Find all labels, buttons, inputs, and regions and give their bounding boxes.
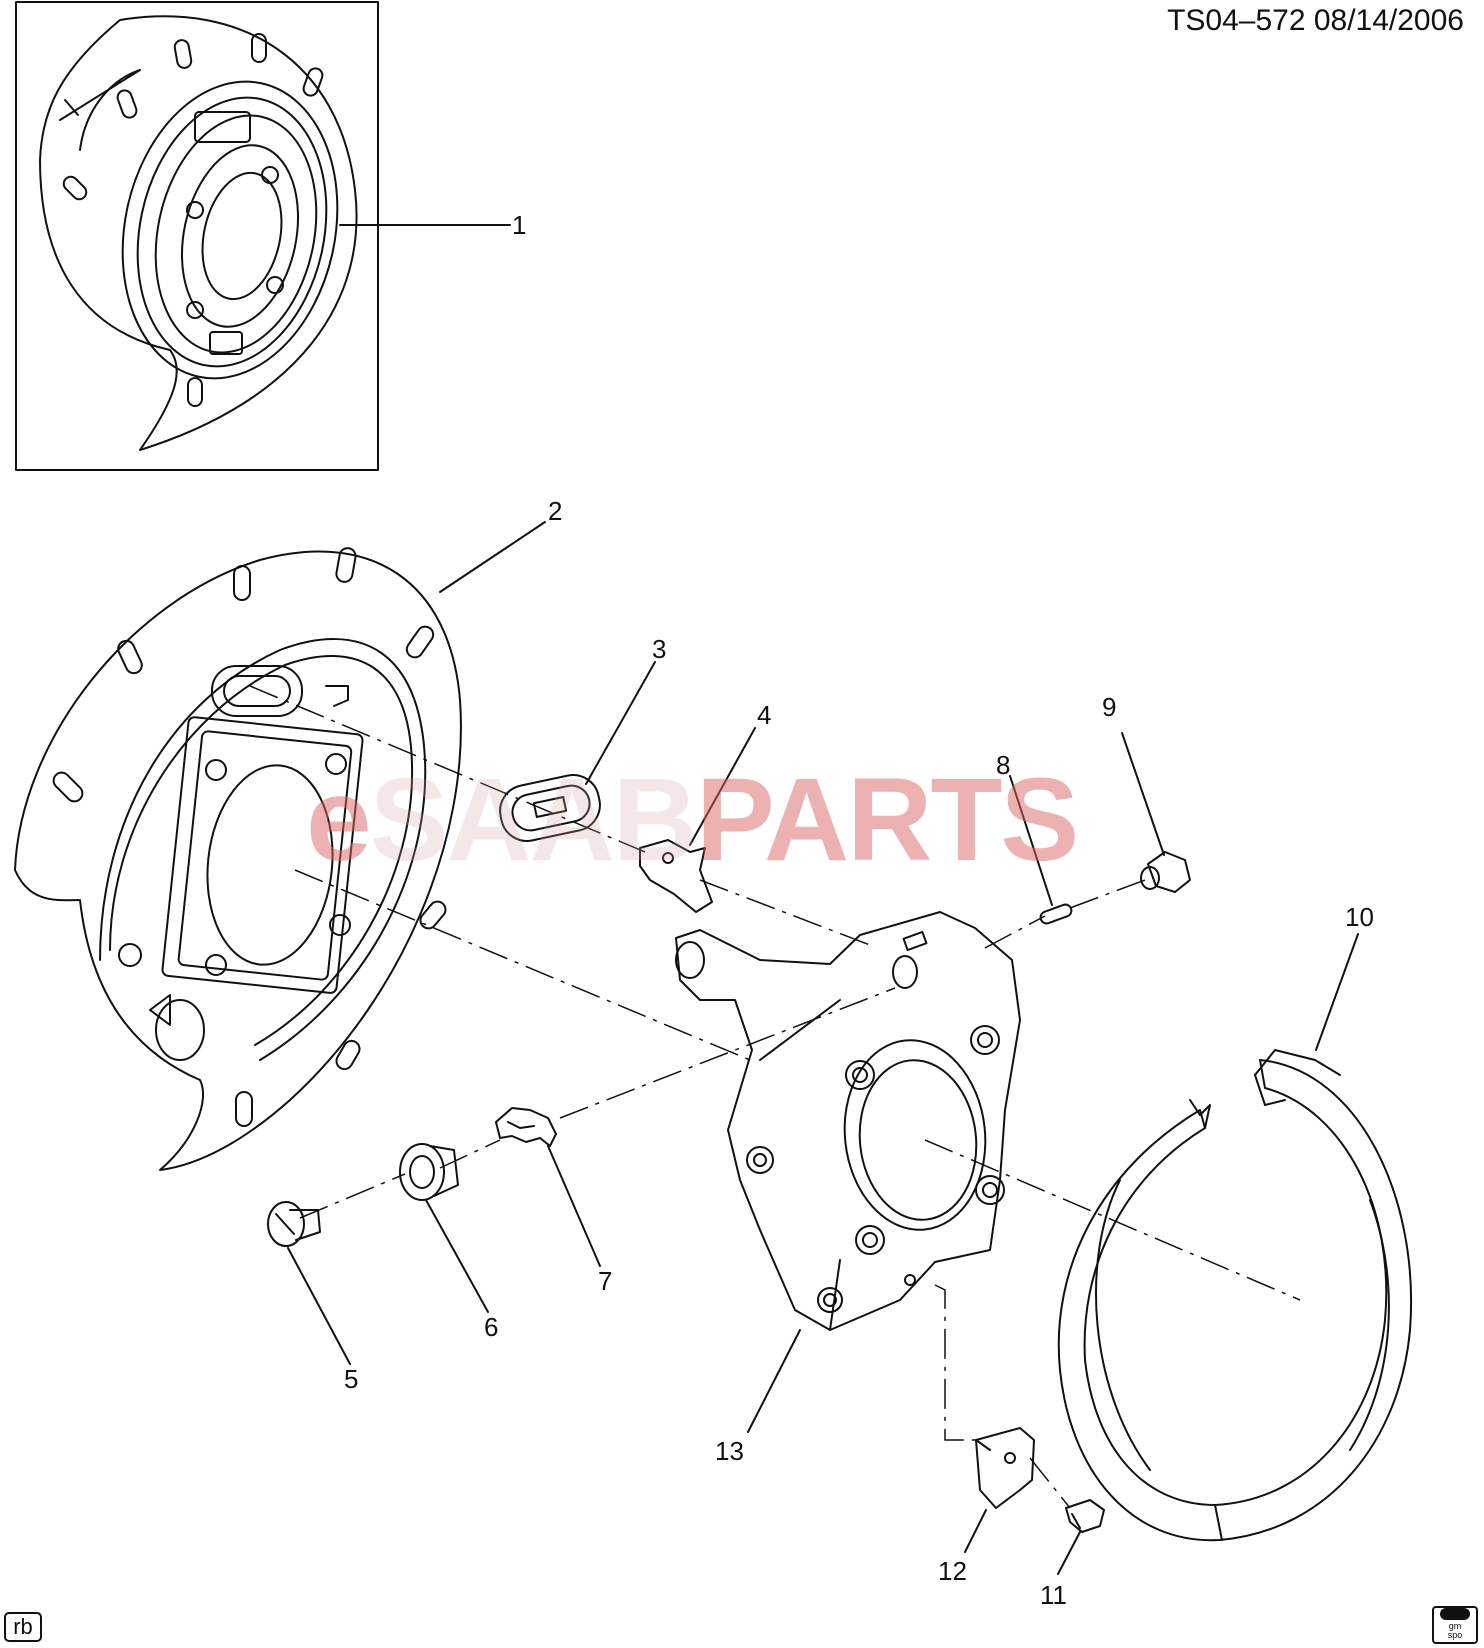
callout-leader-13 [747, 1329, 801, 1433]
inset-frame [15, 1, 379, 471]
backing-plate-slots [52, 547, 447, 1127]
callout-4: 4 [757, 700, 771, 730]
badge-logo-icon [1440, 1608, 1470, 1620]
callout-leader-10 [1315, 933, 1359, 1051]
pivot-pin-illustration [267, 1201, 321, 1247]
nut-illustration [1140, 851, 1191, 893]
backing-plate-assembly-illustration [39, 15, 381, 451]
clip-illustration [495, 1107, 557, 1147]
brake-shoe-illustration [1057, 1049, 1412, 1542]
callout-leader-2 [439, 521, 546, 593]
callout-12: 12 [938, 1556, 967, 1586]
gm-spo-badge: gm spo [1432, 1606, 1478, 1644]
clip-nut-illustration [975, 1427, 1035, 1509]
callout-7: 7 [598, 1266, 612, 1296]
lever-illustration [639, 839, 713, 913]
grommet-illustration [499, 774, 601, 842]
bushing-illustration [399, 1143, 459, 1201]
callout-6: 6 [484, 1312, 498, 1342]
badge-bottom-text: spo [1447, 1630, 1463, 1640]
callout-leader-9 [1121, 732, 1165, 856]
assembly-lines [249, 685, 1301, 1509]
callout-9: 9 [1102, 692, 1116, 722]
callout-leader-12 [964, 1509, 987, 1553]
callout-leader-11 [1057, 1531, 1081, 1575]
callout-leader-7 [547, 1145, 601, 1267]
callout-8: 8 [996, 750, 1010, 780]
callout-leader-3 [585, 661, 656, 785]
inset-slots [62, 33, 324, 407]
callout-2: 2 [548, 496, 562, 526]
callout-13: 13 [715, 1436, 744, 1466]
illustrator-tag: rb [4, 1612, 42, 1642]
callout-leader-5 [287, 1247, 351, 1365]
callout-1: 1 [512, 210, 526, 240]
callout-10: 10 [1345, 902, 1374, 932]
callout-labels: 1 2 3 4 5 6 7 8 9 10 11 12 13 [344, 210, 1374, 1610]
badge-top-text: gm [1448, 1621, 1462, 1631]
pin-illustration [1039, 903, 1073, 925]
callout-3: 3 [652, 634, 666, 664]
bolt-illustration [1065, 1499, 1105, 1533]
callout-leader-8 [1009, 775, 1053, 906]
callout-5: 5 [344, 1364, 358, 1394]
callout-leader-6 [425, 1199, 489, 1313]
backing-plate-illustration [14, 547, 462, 1171]
diagram-code-and-date: TS04–572 08/14/2006 [1167, 4, 1464, 37]
callout-leader-4 [689, 727, 756, 846]
bracket-illustration [675, 911, 1021, 1331]
callout-11: 11 [1040, 1580, 1067, 1610]
